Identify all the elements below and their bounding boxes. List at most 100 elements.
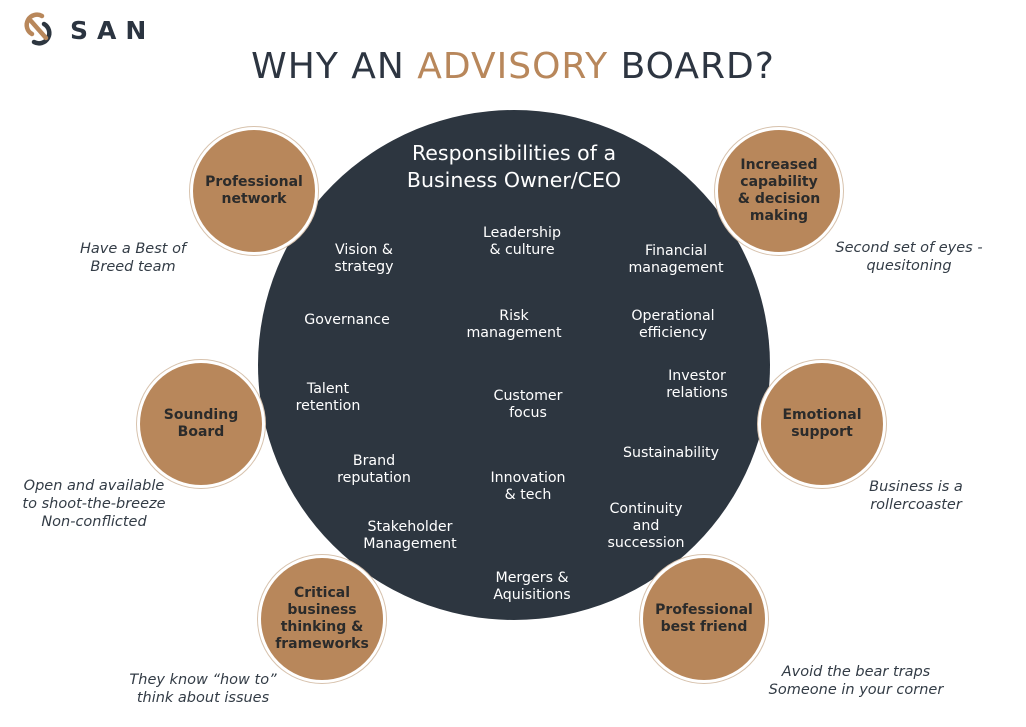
responsibility-line: Mergers & bbox=[495, 570, 569, 586]
responsibility-vision-strategy: Vision & strategy bbox=[289, 242, 439, 276]
title-part-1: WHY AN bbox=[251, 46, 418, 87]
benefit-label: Professional best friend bbox=[655, 602, 753, 636]
note-line: Breed team bbox=[90, 259, 176, 275]
title-line: Business Owner/CEO bbox=[406, 168, 622, 192]
responsibility-line: management bbox=[628, 260, 724, 276]
responsibility-line: & tech bbox=[504, 487, 552, 503]
benefit-label-line: Emotional bbox=[782, 407, 862, 423]
responsibility-line: Operational bbox=[631, 308, 715, 324]
note-line: Avoid the bear traps bbox=[781, 664, 931, 680]
responsibility-line: relations bbox=[666, 385, 728, 401]
benefit-label-line: Board bbox=[177, 424, 225, 440]
note-line: rollercoaster bbox=[870, 497, 962, 513]
benefit-sounding-board: Sounding Board bbox=[137, 360, 265, 488]
benefit-label: Critical business thinking & frameworks bbox=[275, 585, 369, 653]
benefit-label: Sounding Board bbox=[164, 407, 238, 441]
responsibility-leadership-culture: Leadership & culture bbox=[447, 225, 597, 259]
responsibility-line: Investor bbox=[668, 368, 726, 384]
responsibility-governance: Governance bbox=[272, 312, 422, 329]
responsibility-stakeholder-management: Stakeholder Management bbox=[335, 519, 485, 553]
responsibility-line: Continuity bbox=[609, 501, 683, 517]
responsibility-investor-relations: Investor relations bbox=[622, 368, 772, 402]
responsibility-line: focus bbox=[509, 405, 547, 421]
note-open-available: Open and available to shoot-the-breeze N… bbox=[0, 477, 204, 531]
benefit-label-line: capability bbox=[740, 174, 818, 190]
benefit-label-line: Professional bbox=[655, 602, 753, 618]
note-line: to shoot-the-breeze bbox=[22, 496, 166, 512]
title-line: Responsibilities of a bbox=[411, 141, 617, 165]
brand-name: SAN bbox=[70, 16, 156, 45]
responsibility-line: Innovation bbox=[490, 470, 566, 486]
note-line: Business is a bbox=[869, 479, 963, 495]
responsibility-line: Leadership bbox=[483, 225, 561, 241]
responsibility-line: Customer bbox=[493, 388, 563, 404]
responsibility-line: Risk bbox=[499, 308, 529, 324]
benefit-label-line: making bbox=[749, 208, 809, 224]
responsibility-line: management bbox=[466, 325, 562, 341]
responsibility-line: Talent bbox=[306, 381, 350, 397]
responsibility-line: & culture bbox=[489, 242, 555, 258]
benefit-increased-capability: Increased capability & decision making bbox=[715, 127, 843, 255]
responsibility-line: Management bbox=[363, 536, 457, 552]
responsibility-customer-focus: Customer focus bbox=[453, 388, 603, 422]
responsibility-line: strategy bbox=[334, 259, 394, 275]
responsibility-sustainability: Sustainability bbox=[596, 445, 746, 462]
note-line: Have a Best of bbox=[79, 241, 187, 257]
responsibility-line: retention bbox=[295, 398, 361, 414]
page-title: WHY AN ADVISORY BOARD? bbox=[0, 46, 1026, 87]
responsibility-mergers-acquisitions: Mergers & Aquisitions bbox=[457, 570, 607, 604]
responsibility-financial-management: Financial management bbox=[601, 243, 751, 277]
benefit-emotional-support: Emotional support bbox=[758, 360, 886, 488]
benefit-label-line: frameworks bbox=[275, 636, 369, 652]
benefit-critical-thinking: Critical business thinking & frameworks bbox=[258, 555, 386, 683]
responsibility-talent-retention: Talent retention bbox=[253, 381, 403, 415]
responsibilities-circle bbox=[258, 110, 770, 620]
responsibility-innovation-tech: Innovation & tech bbox=[453, 470, 603, 504]
benefit-label-line: Increased bbox=[740, 157, 818, 173]
note-line: quesitoning bbox=[866, 258, 952, 274]
note-rollercoaster: Business is a rollercoaster bbox=[806, 478, 1026, 514]
benefit-label-line: Sounding bbox=[163, 407, 239, 423]
note-line: Someone in your corner bbox=[768, 682, 944, 698]
benefit-professional-network: Professional network bbox=[190, 127, 318, 255]
responsibility-line: and bbox=[632, 518, 660, 534]
responsibility-continuity-succession: Continuity and succession bbox=[571, 501, 721, 552]
note-line: think about issues bbox=[136, 690, 270, 706]
benefit-label-line: & decision bbox=[737, 191, 821, 207]
note-bear-traps: Avoid the bear traps Someone in your cor… bbox=[746, 663, 966, 699]
title-part-2: BOARD? bbox=[608, 46, 775, 87]
note-line: Open and available bbox=[23, 478, 165, 494]
note-how-to: They know “how to” think about issues bbox=[93, 671, 313, 707]
benefit-label-line: network bbox=[221, 191, 287, 207]
responsibility-line: Vision & bbox=[335, 242, 393, 258]
responsibility-line: Brand bbox=[352, 453, 396, 469]
benefit-label-line: business bbox=[287, 602, 357, 618]
benefit-label-line: thinking & bbox=[280, 619, 364, 635]
responsibility-line: Financial bbox=[644, 243, 708, 259]
responsibility-brand-reputation: Brand reputation bbox=[299, 453, 449, 487]
benefit-professional-best-friend: Professional best friend bbox=[640, 555, 768, 683]
benefit-label-line: Critical bbox=[293, 585, 350, 601]
logo: SAN bbox=[18, 8, 178, 52]
note-second-set-of-eyes: Second set of eyes - quesitoning bbox=[799, 239, 1019, 275]
note-line: They know “how to” bbox=[129, 672, 277, 688]
benefit-label-line: best friend bbox=[660, 619, 748, 635]
benefit-label-line: support bbox=[791, 424, 853, 440]
responsibility-line: Stakeholder bbox=[367, 519, 453, 535]
benefit-label: Emotional support bbox=[782, 407, 861, 441]
responsibilities-title: Responsibilities of a Business Owner/CEO bbox=[364, 140, 664, 194]
benefit-label-line: Professional bbox=[205, 174, 303, 190]
responsibility-line: reputation bbox=[337, 470, 411, 486]
responsibility-line: efficiency bbox=[638, 325, 708, 341]
benefit-label: Increased capability & decision making bbox=[738, 157, 820, 225]
note-line: Non-conflicted bbox=[41, 514, 147, 530]
responsibility-line: Aquisitions bbox=[493, 587, 571, 603]
responsibility-line: Governance bbox=[304, 312, 390, 328]
note-line: Second set of eyes - bbox=[835, 240, 983, 256]
title-accent: ADVISORY bbox=[417, 46, 609, 87]
responsibility-operational-efficiency: Operational efficiency bbox=[598, 308, 748, 342]
benefit-label: Professional network bbox=[205, 174, 303, 208]
responsibility-line: Sustainability bbox=[622, 445, 720, 461]
interlocking-rings-icon bbox=[24, 12, 52, 46]
note-best-of-breed: Have a Best of Breed team bbox=[23, 240, 243, 276]
